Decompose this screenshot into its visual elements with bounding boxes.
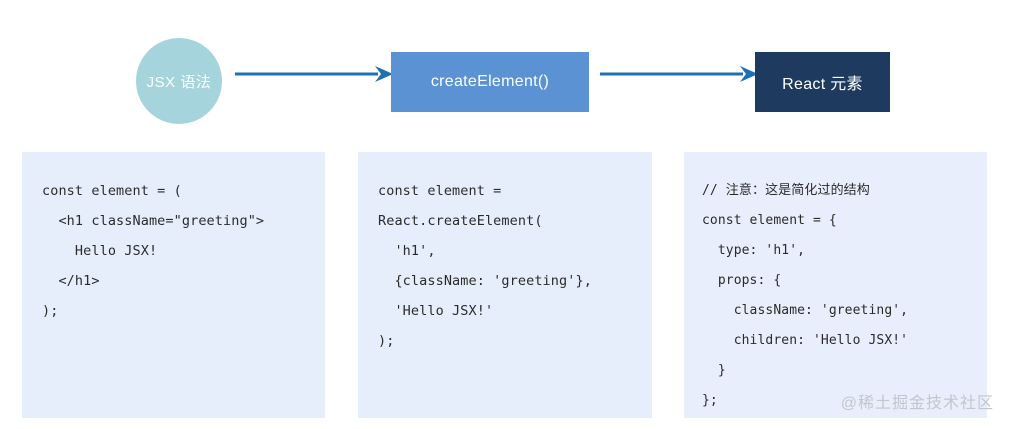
code-line: React.createElement( [378,213,543,229]
code-line: } [702,363,726,378]
flow-node-create-element: createElement() [391,52,589,112]
code-line: 'h1', [378,243,436,259]
flow-node-create-element-label: createElement() [430,73,550,90]
code-line: props: { [702,273,782,288]
code-line: const element = { [702,213,837,228]
code-panel-jsx: const element = ( <h1 className="greetin… [22,152,325,418]
code-line: </h1> [42,273,100,289]
code-line: {className: 'greeting'}, [378,273,592,289]
code-line: type: 'h1', [702,243,806,258]
flow-node-react-element: React 元素 [755,52,890,112]
code-line: ); [42,303,59,319]
flow-node-jsx-syntax-label: JSX 语法 [146,73,212,91]
code-line: const element = [378,183,502,199]
code-line: <h1 className="greeting"> [42,213,265,229]
code-line: ); [378,333,395,349]
code-line: }; [702,393,718,408]
code-line: const element = ( [42,183,182,199]
code-line: 'Hello JSX!' [378,303,494,319]
code-line: className: 'greeting', [702,303,909,318]
code-line: children: 'Hello JSX!' [702,333,909,348]
arrow-right-icon-1 [235,66,393,82]
flow-diagram: JSX 语法 createElement() React 元素 [0,0,1012,145]
flow-node-react-element-label: React 元素 [782,76,863,93]
code-line: Hello JSX! [42,243,158,259]
code-line: // 注意：这是简化过的结构 [702,183,870,198]
flow-node-jsx-syntax: JSX 语法 [136,38,222,124]
arrow-right-icon-2 [600,66,758,82]
code-panel-react-element: // 注意：这是简化过的结构 const element = { type: '… [684,152,987,418]
code-panel-create-element: const element = React.createElement( 'h1… [358,152,652,418]
